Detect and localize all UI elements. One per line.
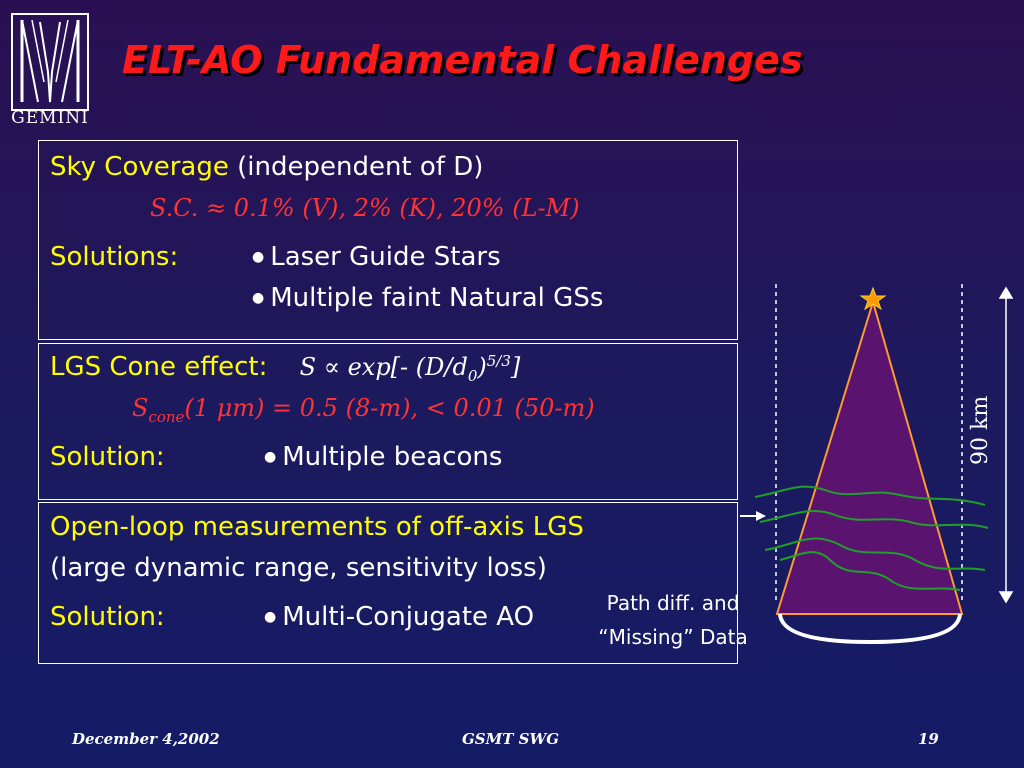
sky-coverage-paren: (independent of D): [237, 152, 484, 182]
path-diff-arc: [778, 613, 962, 645]
open-loop-subheading: (large dynamic range, sensitivity loss): [50, 553, 547, 583]
sky-coverage-label: Sky Coverage: [50, 152, 229, 182]
bullet-text: Laser Guide Stars: [270, 242, 501, 272]
cone-effect-box: [38, 343, 738, 500]
bullet-item: ●Multiple beacons: [264, 442, 503, 472]
open-loop-heading: Open-loop measurements of off-axis LGS: [50, 512, 584, 542]
sky-coverage-formula: S.C. ≈ 0.1% (V), 2% (K), 20% (L-M): [150, 194, 580, 222]
cone-effect-label: LGS Cone effect: [50, 352, 259, 382]
height-label: 90 km: [968, 395, 993, 465]
lgs-cone: [775, 298, 964, 615]
page-number: 19: [918, 730, 939, 748]
footer-date: December 4,2002: [72, 730, 220, 748]
cone-effect-heading: LGS Cone effect: S ∝ exp[- (D/d0)5/3]: [50, 352, 521, 385]
solution-label: Solution:: [50, 602, 165, 632]
bullet-text: Multi-Conjugate AO: [282, 602, 535, 632]
sky-coverage-heading: Sky Coverage (independent of D): [50, 152, 483, 182]
bullet-text: Multiple beacons: [282, 442, 503, 472]
path-diff-label: Path diff. and “Missing” Data: [598, 591, 748, 649]
turbulence-layers: [754, 485, 989, 591]
bullet-item: ●Multiple faint Natural GSs: [252, 283, 604, 313]
sky-coverage-box: [38, 140, 738, 340]
arrow-icon: [756, 511, 766, 521]
solutions-label: Solutions:: [50, 242, 179, 272]
gemini-logo-text: GEMINI: [11, 108, 89, 128]
bullet-item: ●Laser Guide Stars: [252, 242, 501, 272]
bullet-item: ●Multi-Conjugate AO: [264, 602, 535, 632]
height-arrow: [998, 286, 1014, 604]
bullet-text: Multiple faint Natural GSs: [270, 283, 604, 313]
slide-title: ELT-AO Fundamental Challenges: [122, 38, 803, 82]
footer-center: GSMT SWG: [462, 730, 560, 748]
solution-label: Solution:: [50, 442, 165, 472]
cone-effect-formula: S ∝ exp[- (D/d0)5/3]: [299, 352, 521, 385]
star-icon: [859, 286, 887, 311]
gemini-logo: [11, 13, 89, 111]
cone-strehl-formula: Scone(1 μm) = 0.5 (8-m), < 0.01 (50-m): [132, 394, 595, 426]
lgs-cone-diagram: [740, 284, 1014, 645]
open-loop-box: [38, 502, 738, 664]
